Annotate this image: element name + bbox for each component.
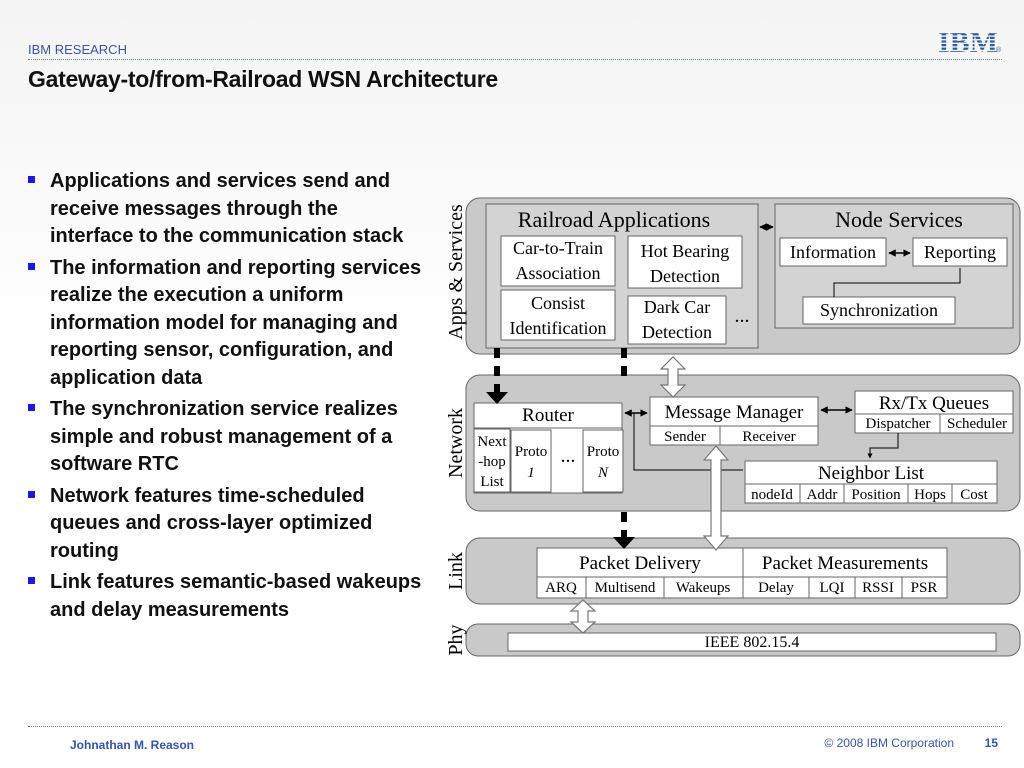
neighbor-field-cost: Cost [960,487,988,503]
bullet-item: Network features time-scheduled queues a… [26,483,426,566]
bullet-marker [28,176,35,183]
proto1-line1: Proto [515,444,548,460]
ibm-logo: IBM ® [938,26,1002,58]
next-hop-line1: Next [477,434,507,450]
receiver-label: Receiver [742,429,795,445]
bullet-item: The information and reporting services r… [26,255,426,393]
car-to-train-line2: Association [516,263,601,283]
packet-delivery-title: Packet Delivery [579,553,701,574]
router-neighbor-connector [633,413,743,471]
bullet-marker [28,262,35,270]
footer-rule [28,726,1002,727]
link-phy-hollow-arrow [569,599,597,634]
footer-copyright: © 2008 IBM Corporation [824,736,954,750]
protoN-box [582,429,624,493]
pm-field-rssi: RSSI [862,580,894,596]
consist-line2: Identification [510,318,607,338]
rxtx-neighbor-arrow [867,433,899,459]
packet-measurements-title: Packet Measurements [762,553,928,574]
dark-car-line1: Dark Car [644,297,710,317]
reporting-box [912,237,1008,267]
packet-measurements-panel [742,547,948,599]
pd-field-arq: ARQ [545,580,577,596]
header-rule [28,59,1002,60]
railroad-apps-title: Railroad Applications [518,207,710,232]
neighbor-field-addr: Addr [807,487,838,503]
bullet-item: Link features semantic-based wakeups and… [26,569,426,624]
pd-field-multisend: Multisend [595,580,656,596]
rxtx-title: Rx/Tx Queues [879,393,989,414]
svg-text:®: ® [996,46,1002,54]
network-link-hollow-arrow [702,445,730,551]
footer-author: Johnathan M. Reason [70,738,195,752]
proto1-box [510,429,552,493]
next-hop-line2: -hop [478,454,506,470]
router-title: Router [522,405,574,426]
hot-bearing-box [627,235,743,289]
sender-label: Sender [664,429,706,445]
apps-layer-label: Apps & Services [445,204,467,340]
protoN-line2: N [597,465,609,481]
message-manager-title: Message Manager [665,402,804,423]
apps-network-hollow-arrow [659,356,687,398]
pm-field-lqi: LQI [820,580,845,596]
page-number: 15 [984,736,998,750]
reporting-label: Reporting [924,242,996,262]
phy-layer-label: Phy [445,624,467,655]
pm-field-psr: PSR [911,580,938,596]
bullet-marker [28,404,35,411]
synchronization-box [802,296,956,325]
header-label: IBM RESEARCH [28,42,127,57]
neighbor-list-panel [744,460,998,504]
neighbor-field-hops: Hops [914,487,946,503]
hot-bearing-line2: Detection [650,266,720,286]
sync-connector [833,268,961,297]
bullet-marker [28,577,35,584]
network-layer-label: Network [445,408,467,478]
ibm-logo-text: IBM [938,26,998,58]
ieee-panel [507,632,997,652]
bullet-item: The synchronization service realizes sim… [26,396,426,479]
neighbor-field-nodeid: nodeId [751,487,793,503]
pd-field-wakeups: Wakeups [676,580,731,596]
bullet-marker [28,490,35,498]
router-link-arrowhead [613,537,635,549]
next-hop-box [473,428,511,493]
protoN-line1: Proto [587,444,620,460]
scheduler-label: Scheduler [947,416,1007,432]
car-to-train-line1: Car-to-Train [513,238,603,258]
ieee-label: IEEE 802.15.4 [705,634,800,651]
router-ellipsis: ... [561,445,576,467]
consist-line1: Consist [531,293,585,313]
dark-car-line2: Detection [642,322,712,342]
consist-box [500,289,616,341]
page-title: Gateway-to/from-Railroad WSN Architectur… [28,66,498,92]
rxtx-panel [854,390,1014,434]
apps-ellipsis: ... [735,305,750,327]
bullet-list: Applications and services send and recei… [26,168,426,628]
next-hop-line3: List [480,474,504,490]
information-box [779,237,887,267]
pm-field-delay: Delay [758,580,794,596]
packet-delivery-panel [536,547,744,599]
node-services-title: Node Services [835,207,963,232]
dark-car-box [627,295,727,345]
neighbor-field-position: Position [851,487,901,503]
proto1-line2: 1 [527,465,535,481]
dispatcher-label: Dispatcher [866,416,931,432]
bullet-item: Applications and services send and recei… [26,168,426,251]
information-label: Information [790,242,876,262]
hot-bearing-line1: Hot Bearing [641,241,729,261]
car-to-train-box [500,235,616,287]
apps-router-arrowhead [486,392,508,404]
neighbor-list-title: Neighbor List [818,463,925,484]
link-layer-label: Link [445,552,467,590]
message-manager-panel [649,396,819,446]
synchronization-label: Synchronization [820,300,938,320]
